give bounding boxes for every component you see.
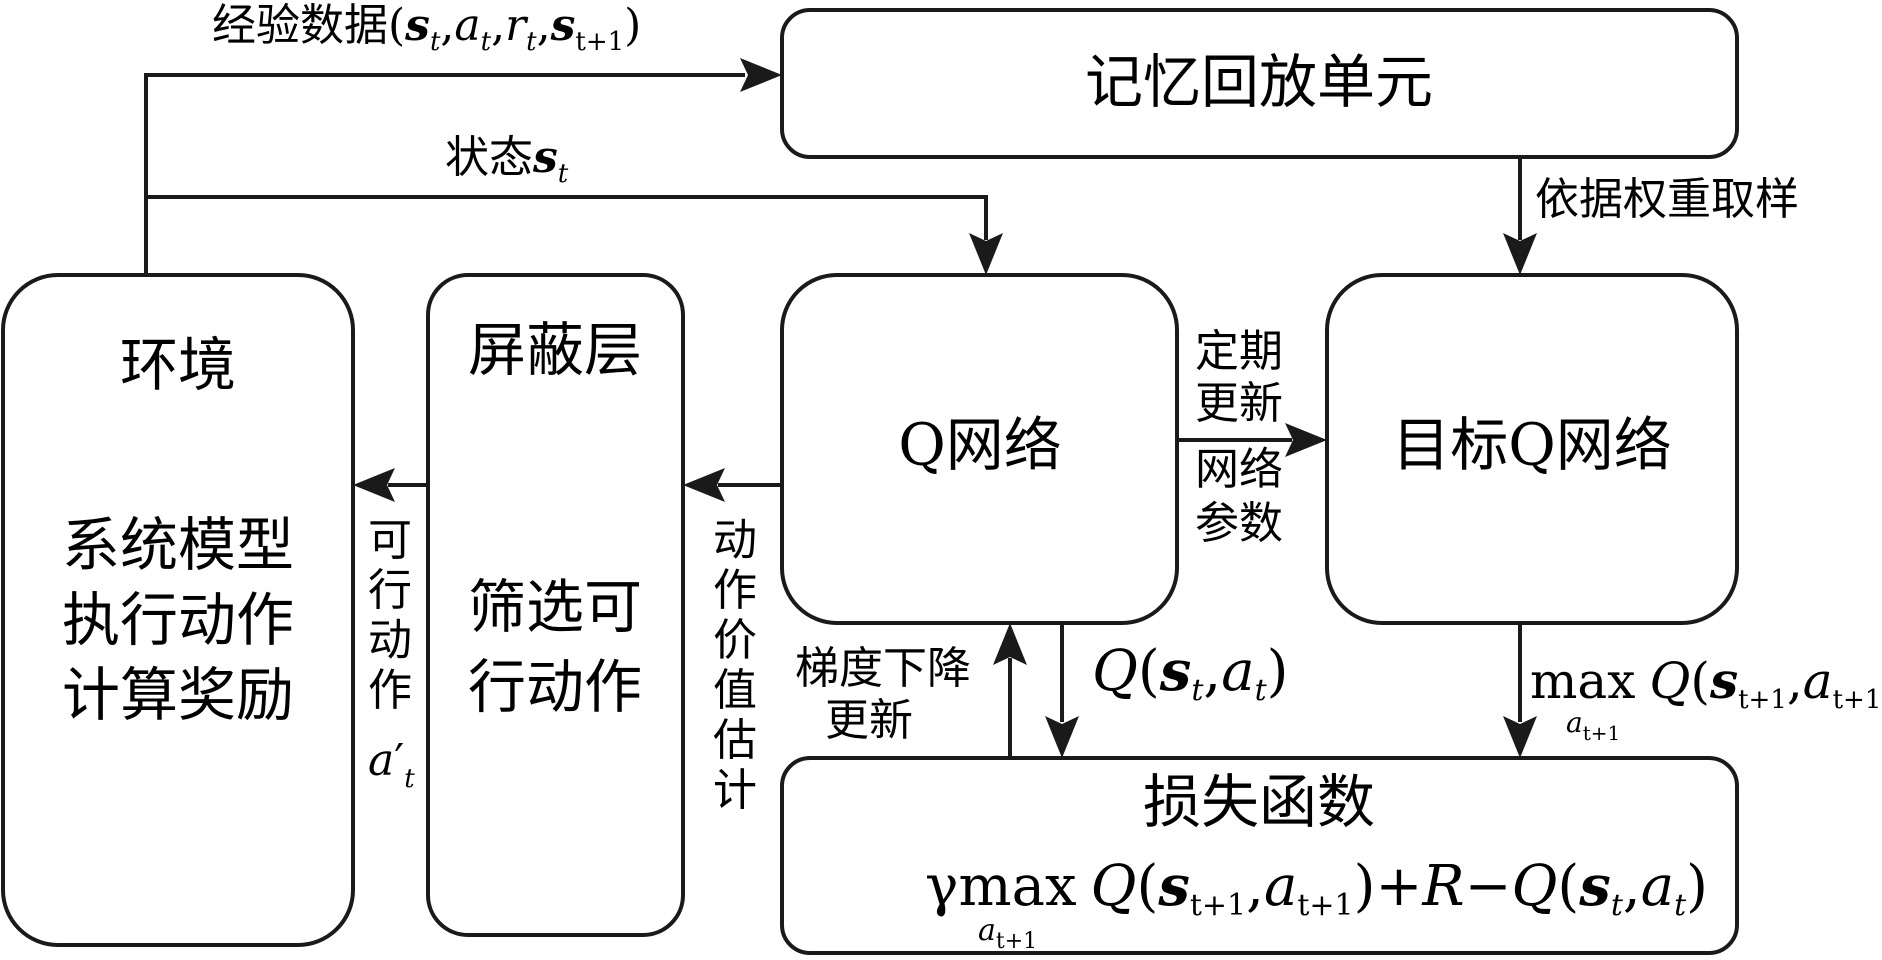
arrow-up-qnet — [993, 623, 1027, 665]
memory-replay-label: 记忆回放单元 — [1085, 48, 1433, 116]
action-value-label-3: 价 — [713, 615, 757, 666]
q-value-label: Q(st,at) — [1092, 638, 1289, 708]
action-value-label-6: 计 — [713, 765, 757, 816]
feasible-action-label-4: 作 — [368, 665, 412, 716]
action-value-label-2: 作 — [713, 565, 757, 616]
feasible-action-symbol: a′t — [368, 735, 415, 794]
mask-layer-line-1: 筛选可 — [468, 573, 642, 641]
gradient-update-label-1: 梯度下降 — [795, 643, 971, 694]
experience-path — [144, 73, 745, 275]
sample-by-weight-label: 依据权重取样 — [1535, 174, 1799, 225]
periodic-update-label-3: 网络 — [1195, 444, 1283, 495]
loss-function-box — [780, 756, 1739, 955]
q-network-label: Q网络 — [898, 411, 1062, 479]
arrow-down-loss-target — [1503, 716, 1537, 758]
mask-layer-line-2: 行动作 — [468, 653, 642, 721]
target-value-max-sub: at+1 — [1566, 706, 1620, 745]
periodic-update-label-1: 定期 — [1195, 326, 1283, 377]
mask-layer-box — [426, 273, 685, 937]
arrow-down-qnet — [969, 233, 1003, 275]
arrow-left-environment — [353, 468, 395, 502]
feasible-action-label-3: 动 — [368, 615, 412, 666]
action-value-label-1: 动 — [713, 515, 757, 566]
environment-line-3: 计算奖励 — [62, 661, 294, 729]
environment-line-1: 系统模型 — [62, 511, 294, 579]
memory-replay-box — [780, 8, 1739, 159]
state-label: 状态st — [445, 132, 569, 189]
arrow-down-loss-q — [1045, 716, 1079, 758]
periodic-update-label-2: 更新 — [1195, 378, 1283, 429]
experience-label: 经验数据(st,at,rt,st+1) — [212, 0, 641, 57]
gradient-update-label-2: 更新 — [825, 695, 913, 746]
feasible-action-label-2: 行 — [368, 565, 412, 616]
environment-box — [1, 273, 355, 947]
state-path — [146, 195, 988, 240]
environment-title: 环境 — [120, 331, 236, 399]
target-q-network-box — [1325, 273, 1739, 625]
action-value-label-4: 值 — [713, 665, 757, 716]
feasible-action-label-1: 可 — [368, 515, 412, 566]
action-value-label-5: 估 — [713, 715, 757, 766]
target-q-network-label: 目标Q网络 — [1392, 411, 1672, 479]
arrow-left-mask — [683, 468, 725, 502]
arrow-right-target — [1285, 423, 1327, 457]
loss-formula-max-sub: at+1 — [978, 913, 1037, 954]
environment-line-2: 执行动作 — [62, 586, 294, 654]
periodic-update-label-4: 参数 — [1195, 498, 1283, 549]
q-network-box — [780, 273, 1179, 625]
loss-function-title: 损失函数 — [1143, 768, 1375, 836]
arrow-down-target — [1503, 233, 1537, 275]
mask-layer-title: 屏蔽层 — [468, 316, 642, 384]
arrow-right-memory — [740, 58, 782, 92]
